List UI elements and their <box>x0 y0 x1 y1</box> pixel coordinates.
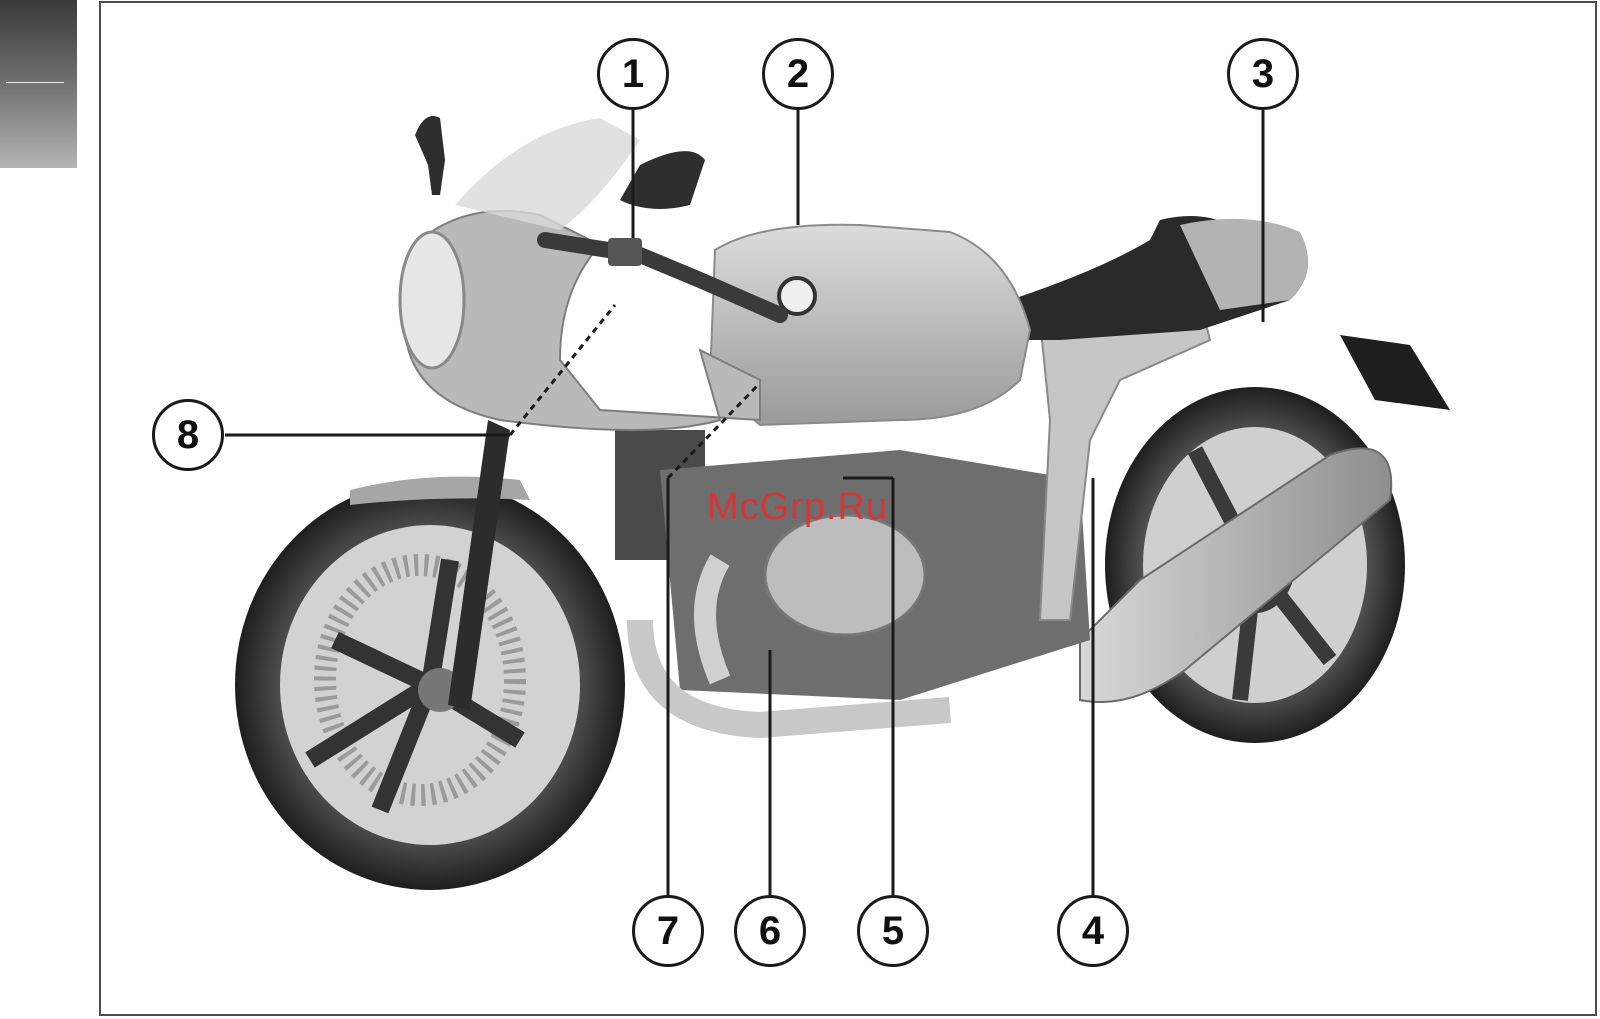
callout-1: 1 <box>597 38 669 110</box>
mirror-left <box>415 116 445 195</box>
callout-2: 2 <box>762 38 834 110</box>
callout-7: 7 <box>632 895 704 967</box>
callout-8: 8 <box>152 399 224 471</box>
license-plate <box>1340 335 1450 410</box>
callout-5: 5 <box>857 895 929 967</box>
callout-6: 6 <box>734 895 806 967</box>
headlight <box>400 232 464 368</box>
engine <box>615 430 1090 725</box>
brake-reservoir <box>608 238 642 266</box>
callout-3: 3 <box>1227 38 1299 110</box>
front-wheel <box>235 480 625 890</box>
callout-4: 4 <box>1057 895 1129 967</box>
watermark: McGrp.Ru <box>707 486 888 529</box>
